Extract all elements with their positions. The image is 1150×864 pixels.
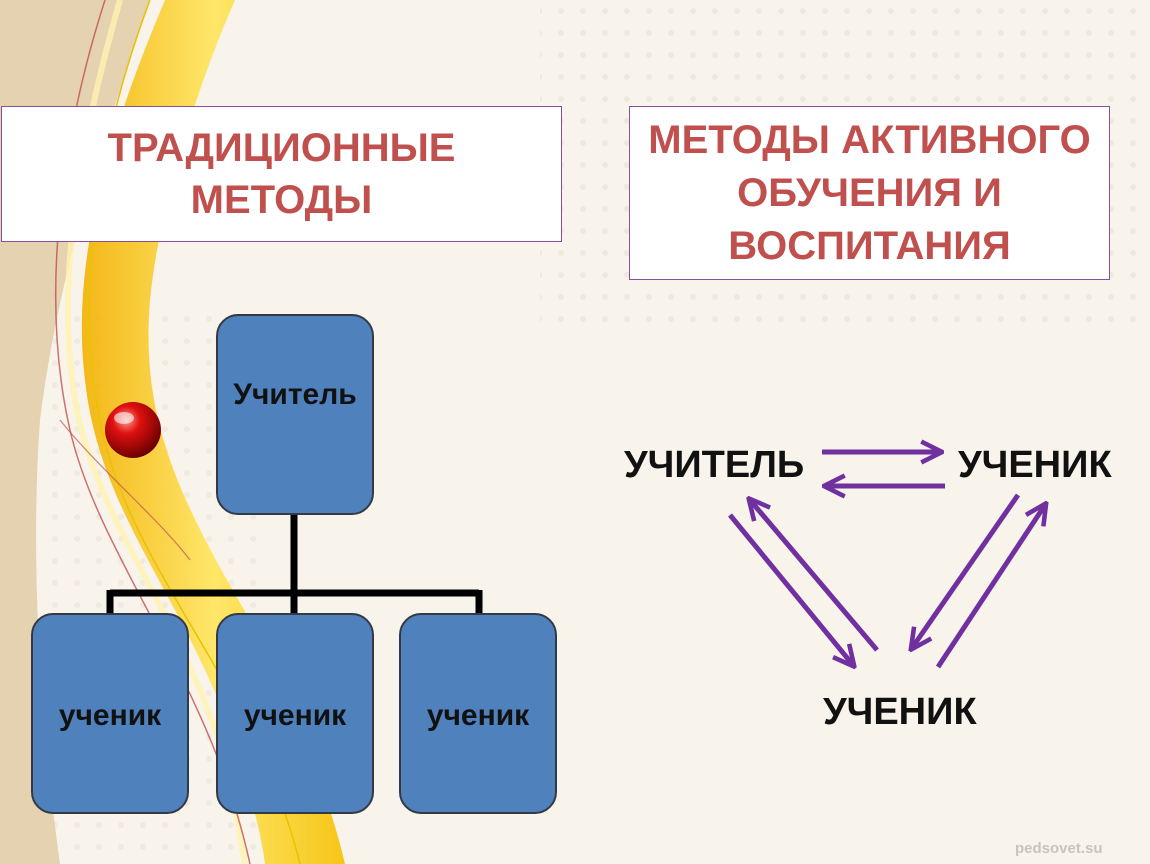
teacher-node-label: Учитель: [233, 378, 357, 411]
student-node-label: ученик: [58, 699, 162, 732]
interaction-teacher-label: УЧИТЕЛЬ: [624, 444, 805, 486]
watermark: pedsovet.su: [1015, 840, 1103, 857]
teacher-node: Учитель: [216, 314, 374, 515]
student-node-3: ученик: [399, 613, 557, 814]
active-methods-title-box: МЕТОДЫ АКТИВНОГО ОБУЧЕНИЯ И ВОСПИТАНИЯ: [629, 106, 1110, 280]
student-node-2: ученик: [216, 613, 374, 814]
traditional-title-line-2: МЕТОДЫ: [190, 178, 373, 222]
active-title-line-3: ВОСПИТАНИЯ: [728, 223, 1011, 268]
arrow-student-to-bottom-student: [912, 493, 1021, 648]
traditional-title-line-1: ТРАДИЦИОННЫЕ: [107, 126, 456, 170]
active-title-line-1: МЕТОДЫ АКТИВНОГО: [648, 117, 1091, 162]
arrow-teacher-to-bottom-student: [728, 513, 853, 665]
student-node-label: ученик: [243, 699, 347, 732]
active-title-line-2: ОБУЧЕНИЯ И: [737, 170, 1002, 215]
interaction-student-right-label: УЧЕНИК: [958, 444, 1112, 486]
traditional-methods-title-box: ТРАДИЦИОННЫЕ МЕТОДЫ: [1, 106, 562, 242]
arrow-bottom-student-to-teacher: [750, 500, 879, 652]
interaction-student-bottom-label: УЧЕНИК: [823, 691, 977, 733]
student-node-label: ученик: [426, 699, 530, 732]
student-node-1: ученик: [31, 613, 189, 814]
arrow-bottom-student-to-student: [935, 505, 1045, 669]
